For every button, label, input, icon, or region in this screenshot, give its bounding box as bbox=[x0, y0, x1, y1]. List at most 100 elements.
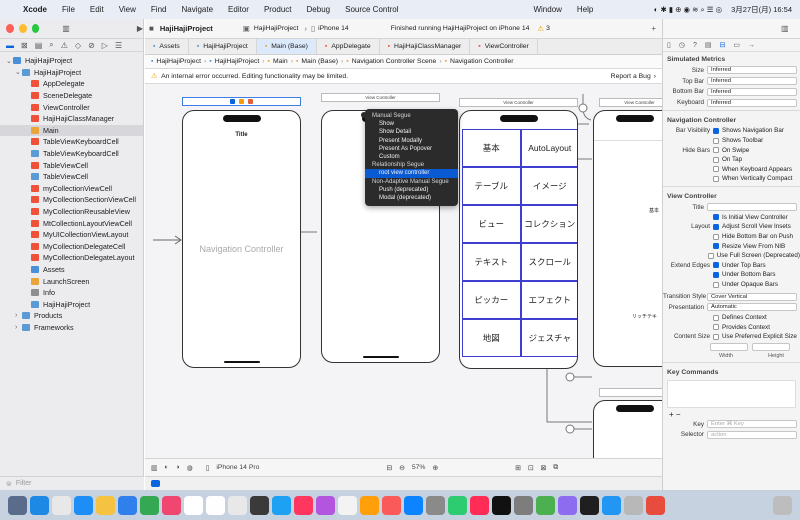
checkbox-row[interactable]: When Keyboard Appears bbox=[663, 165, 800, 175]
checkbox-icon[interactable] bbox=[713, 137, 719, 144]
debug-toggle-icon[interactable] bbox=[151, 480, 160, 487]
folder-tab-icon[interactable]: ▬ bbox=[6, 40, 14, 50]
title-field[interactable] bbox=[707, 203, 797, 212]
segue-menu-item[interactable]: Push (deprecated) bbox=[379, 186, 429, 193]
sidebar-toggle-icon[interactable]: ▥ bbox=[62, 24, 70, 33]
menu-edit[interactable]: Edit bbox=[89, 5, 104, 14]
navigator-filter[interactable]: ⊜ Filter bbox=[0, 476, 144, 490]
device-config[interactable]: iPhone 14 Pro bbox=[216, 464, 260, 471]
menu-window[interactable]: Window bbox=[533, 5, 562, 14]
segue-icon[interactable] bbox=[565, 372, 575, 382]
metric-select[interactable]: Inferred bbox=[707, 66, 797, 75]
resolve-icon[interactable]: ⊠ bbox=[540, 464, 547, 472]
checkbox-icon[interactable] bbox=[713, 147, 719, 154]
zoom-out-icon[interactable]: ⊖ bbox=[399, 464, 405, 472]
inspector-toggle-icon[interactable]: ▥ bbox=[781, 24, 789, 33]
metric-select[interactable]: Inferred bbox=[707, 77, 797, 86]
checkbox-row[interactable]: Provides Context bbox=[663, 322, 800, 332]
vc-dock-icon[interactable] bbox=[230, 99, 235, 104]
storyboard-canvas[interactable]: Title Navigation Controller View Control… bbox=[145, 84, 662, 458]
pin-icon[interactable]: ⊡ bbox=[527, 464, 534, 472]
checkbox-checked-icon[interactable] bbox=[713, 223, 719, 230]
menu-cell-button[interactable]: ジェスチャ bbox=[520, 319, 577, 357]
checkbox-icon[interactable] bbox=[713, 324, 719, 331]
file-tree-item[interactable]: ›Frameworks bbox=[0, 322, 143, 334]
terminal-icon[interactable] bbox=[492, 495, 511, 515]
checkbox-row[interactable]: Is Initial View Controller bbox=[663, 213, 800, 223]
checkbox-row[interactable]: On Tap bbox=[663, 155, 800, 165]
height-field[interactable] bbox=[752, 342, 790, 351]
add-icon[interactable]: + bbox=[651, 24, 656, 33]
scheme-name[interactable]: HajiHajiProject bbox=[253, 25, 299, 32]
breadcrumb-item[interactable]: Main bbox=[272, 58, 288, 65]
checkbox-icon[interactable] bbox=[713, 314, 719, 321]
checkbox-checked-icon[interactable] bbox=[713, 243, 719, 250]
file-tree-item[interactable]: MtCollectionLayoutViewCell bbox=[0, 217, 143, 229]
checkbox-icon[interactable] bbox=[708, 252, 714, 259]
menu-cell-button[interactable]: ビュー bbox=[462, 205, 521, 243]
first-responder-icon[interactable] bbox=[239, 99, 244, 104]
transition-style-select[interactable]: Cover Vertical bbox=[707, 292, 797, 301]
chrome-icon[interactable] bbox=[96, 495, 115, 515]
minimize-window-icon[interactable] bbox=[18, 24, 27, 33]
detail-view-controller-scene[interactable]: 基本 リッチテキ bbox=[593, 110, 662, 367]
menu-cell-button[interactable]: コレクション bbox=[520, 205, 577, 243]
file-tree-item[interactable]: myCollectionViewCell bbox=[0, 183, 143, 195]
warning-count[interactable]: 3 bbox=[546, 25, 550, 32]
navigation-controller-scene[interactable]: Title Navigation Controller bbox=[182, 110, 301, 368]
zoom-level[interactable]: 57% bbox=[411, 464, 426, 471]
app-icon[interactable] bbox=[646, 495, 665, 515]
checkbox-row[interactable]: Under Opaque Bars bbox=[663, 280, 800, 290]
segue-menu-item[interactable]: Present Modally bbox=[379, 137, 423, 144]
appletv-icon[interactable] bbox=[250, 495, 269, 515]
symbol-icon[interactable]: ▤ bbox=[34, 40, 43, 50]
checkbox-row[interactable]: Under Bottom Bars bbox=[663, 270, 800, 280]
scene-dock[interactable] bbox=[599, 388, 662, 397]
disclosure-icon[interactable]: ⌄ bbox=[6, 57, 12, 65]
breadcrumb-item[interactable]: Navigation Controller bbox=[450, 58, 514, 65]
preview-icon[interactable] bbox=[558, 495, 577, 515]
disclosure-icon[interactable]: ⌄ bbox=[15, 69, 21, 77]
menu-view[interactable]: View bbox=[118, 5, 136, 14]
presentation-select[interactable]: Automatic bbox=[707, 303, 797, 312]
metric-select[interactable]: Inferred bbox=[707, 98, 797, 107]
checkbox-icon[interactable] bbox=[713, 156, 719, 163]
view-controller-scene[interactable] bbox=[593, 400, 662, 458]
exit-icon[interactable] bbox=[248, 99, 253, 104]
file-tree-item[interactable]: HajiHajiProject bbox=[0, 298, 143, 310]
file-inspector-icon[interactable]: ▯ bbox=[667, 42, 671, 49]
report-bug-icon[interactable]: › bbox=[653, 72, 656, 80]
file-tree-item[interactable]: MyCollectionReusableView bbox=[0, 206, 143, 218]
menu-find[interactable]: Find bbox=[150, 5, 167, 14]
file-tree-item[interactable]: TableViewCell bbox=[0, 171, 143, 183]
segue-menu-item[interactable]: Custom bbox=[379, 153, 400, 160]
file-tree-item[interactable]: MyCollectionSectionViewCell bbox=[0, 194, 143, 206]
file-tree-item[interactable]: MyUICollectionViewLayout bbox=[0, 229, 143, 241]
key-commands-table[interactable] bbox=[667, 379, 796, 408]
filter-input[interactable]: Filter bbox=[15, 480, 32, 487]
menu-xcode[interactable]: Xcode bbox=[23, 5, 48, 14]
menu-source-control[interactable]: Source Control bbox=[345, 5, 399, 14]
checkbox-checked-icon[interactable] bbox=[713, 127, 719, 134]
mail-icon[interactable] bbox=[74, 495, 93, 515]
align-icon[interactable]: ⊞ bbox=[515, 464, 521, 472]
checkbox-row[interactable]: When Vertically Compact bbox=[663, 174, 800, 184]
report-icon[interactable]: ☰ bbox=[114, 40, 123, 50]
width-field[interactable] bbox=[710, 342, 748, 351]
status-icons[interactable]: ◐ ✱ ▮ ⊕ ◉ ≋ ⌕ ☰ ◎ bbox=[653, 4, 723, 14]
file-tree-item[interactable]: TableViewKeyboardCell bbox=[0, 148, 143, 160]
checkbox-row[interactable]: Defines Context bbox=[663, 313, 800, 323]
menu-cell-button[interactable]: エフェクト bbox=[520, 281, 577, 319]
checkbox-icon[interactable] bbox=[713, 333, 719, 340]
breadcrumb-item[interactable]: HajiHajiProject bbox=[214, 58, 260, 65]
checkbox-icon[interactable] bbox=[713, 175, 719, 182]
update-frames-icon[interactable]: ⊟ bbox=[386, 464, 393, 472]
help-inspector-icon[interactable]: ? bbox=[692, 41, 697, 49]
warning-count-icon[interactable]: ⚠ bbox=[537, 24, 545, 33]
podcasts-icon[interactable] bbox=[294, 495, 313, 515]
checkbox-icon[interactable] bbox=[713, 281, 719, 288]
